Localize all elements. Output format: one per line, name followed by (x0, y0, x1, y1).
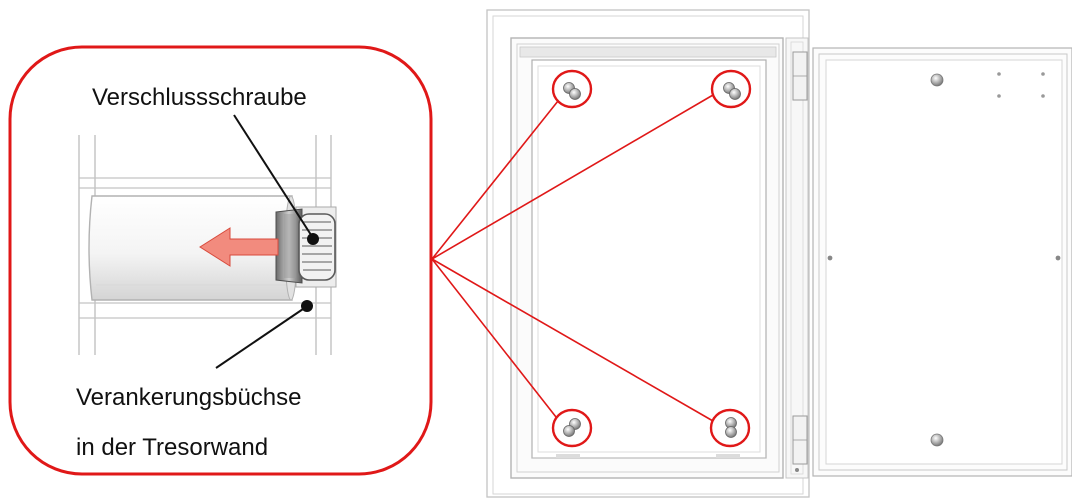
bushing-label-line1: Verankerungsbüchse (76, 384, 302, 411)
label-leader-lines (215, 114, 319, 369)
anchor-screw-top-left (563, 82, 581, 100)
screw-highlight-circles (551, 69, 752, 448)
locking-screw-icon (275, 208, 336, 284)
anchor-screw-bottom-right (725, 417, 737, 438)
screw-label: Verschlussschraube (92, 84, 307, 111)
bushing-label-line2: in der Tresorwand (76, 434, 269, 461)
callout-leader-lines (431, 94, 714, 422)
anchor-screw-top-right (723, 82, 741, 100)
removal-arrow-icon (199, 227, 279, 267)
safe-cabinet (486, 9, 810, 498)
anchor-screw-bottom-left (563, 418, 581, 437)
safe-door (812, 47, 1072, 477)
door-hinge-icon (792, 51, 808, 472)
